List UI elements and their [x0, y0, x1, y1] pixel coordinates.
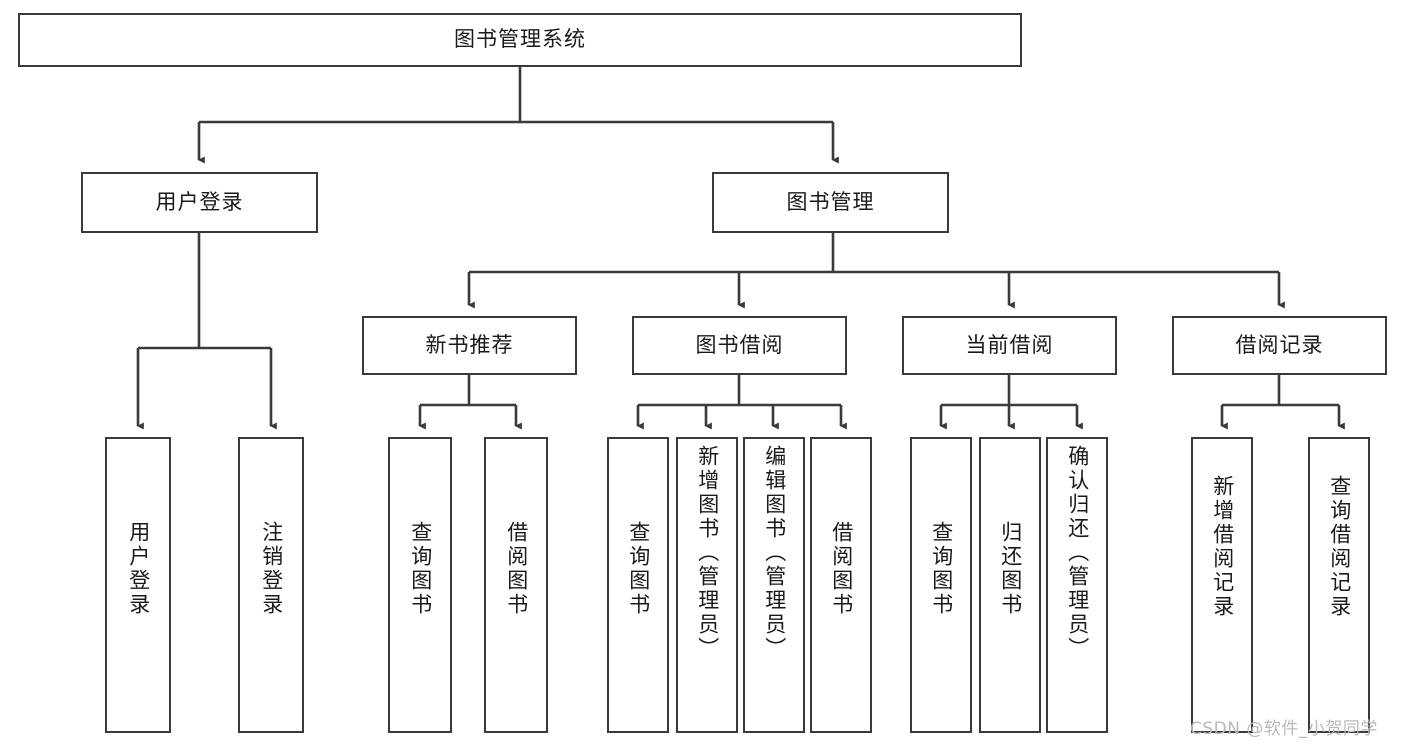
node-label: 用户登录 — [126, 521, 151, 617]
node-label: 图书管理 — [786, 189, 875, 214]
node-book-borrowing[interactable]: 图书借阅 — [632, 316, 847, 375]
node-label: 编辑图书（管理员） — [762, 445, 787, 661]
leaf-add-book-admin[interactable]: 新增图书（管理员） — [676, 437, 738, 733]
node-label: 查询图书 — [626, 521, 651, 617]
node-label: 用户登录 — [155, 189, 244, 214]
leaf-query-book-current[interactable]: 查询图书 — [910, 437, 972, 733]
leaf-edit-book-admin[interactable]: 编辑图书（管理员） — [743, 437, 805, 733]
leaf-user-logout[interactable]: 注销登录 — [238, 437, 304, 733]
leaf-query-book-recommend[interactable]: 查询图书 — [388, 437, 452, 733]
node-new-book-recommendation[interactable]: 新书推荐 — [362, 316, 577, 375]
node-label: 确认归还（管理员） — [1065, 445, 1090, 661]
node-label: 查询图书 — [408, 521, 433, 617]
node-book-management[interactable]: 图书管理 — [712, 172, 949, 233]
node-user-login[interactable]: 用户登录 — [81, 172, 318, 233]
node-label: 归还图书 — [998, 521, 1023, 617]
leaf-add-borrowing-record[interactable]: 新增借阅记录 — [1191, 437, 1253, 733]
node-label: 查询借阅记录 — [1327, 475, 1352, 619]
leaf-query-book-borrowing[interactable]: 查询图书 — [607, 437, 669, 733]
node-label: 图书借阅 — [695, 332, 784, 357]
node-label: 新增图书（管理员） — [695, 445, 720, 661]
node-label: 借阅记录 — [1235, 332, 1324, 357]
node-borrowing-record[interactable]: 借阅记录 — [1172, 316, 1387, 375]
leaf-return-book[interactable]: 归还图书 — [979, 437, 1041, 733]
leaf-query-borrowing-record[interactable]: 查询借阅记录 — [1308, 437, 1370, 733]
node-label: 新增借阅记录 — [1210, 475, 1235, 619]
node-label: 查询图书 — [929, 521, 954, 617]
node-root-book-management-system[interactable]: 图书管理系统 — [18, 13, 1022, 67]
node-label: 注销登录 — [259, 521, 284, 617]
node-label: 借阅图书 — [829, 521, 854, 617]
node-label: 当前借阅 — [965, 332, 1054, 357]
leaf-user-login[interactable]: 用户登录 — [105, 437, 171, 733]
node-current-borrowing[interactable]: 当前借阅 — [902, 316, 1117, 375]
leaf-borrow-book-recommend[interactable]: 借阅图书 — [484, 437, 548, 733]
leaf-confirm-return-admin[interactable]: 确认归还（管理员） — [1046, 437, 1108, 733]
node-label: 图书管理系统 — [454, 27, 586, 52]
node-label: 借阅图书 — [504, 521, 529, 617]
node-label: 新书推荐 — [425, 332, 514, 357]
leaf-borrow-book-borrowing[interactable]: 借阅图书 — [810, 437, 872, 733]
